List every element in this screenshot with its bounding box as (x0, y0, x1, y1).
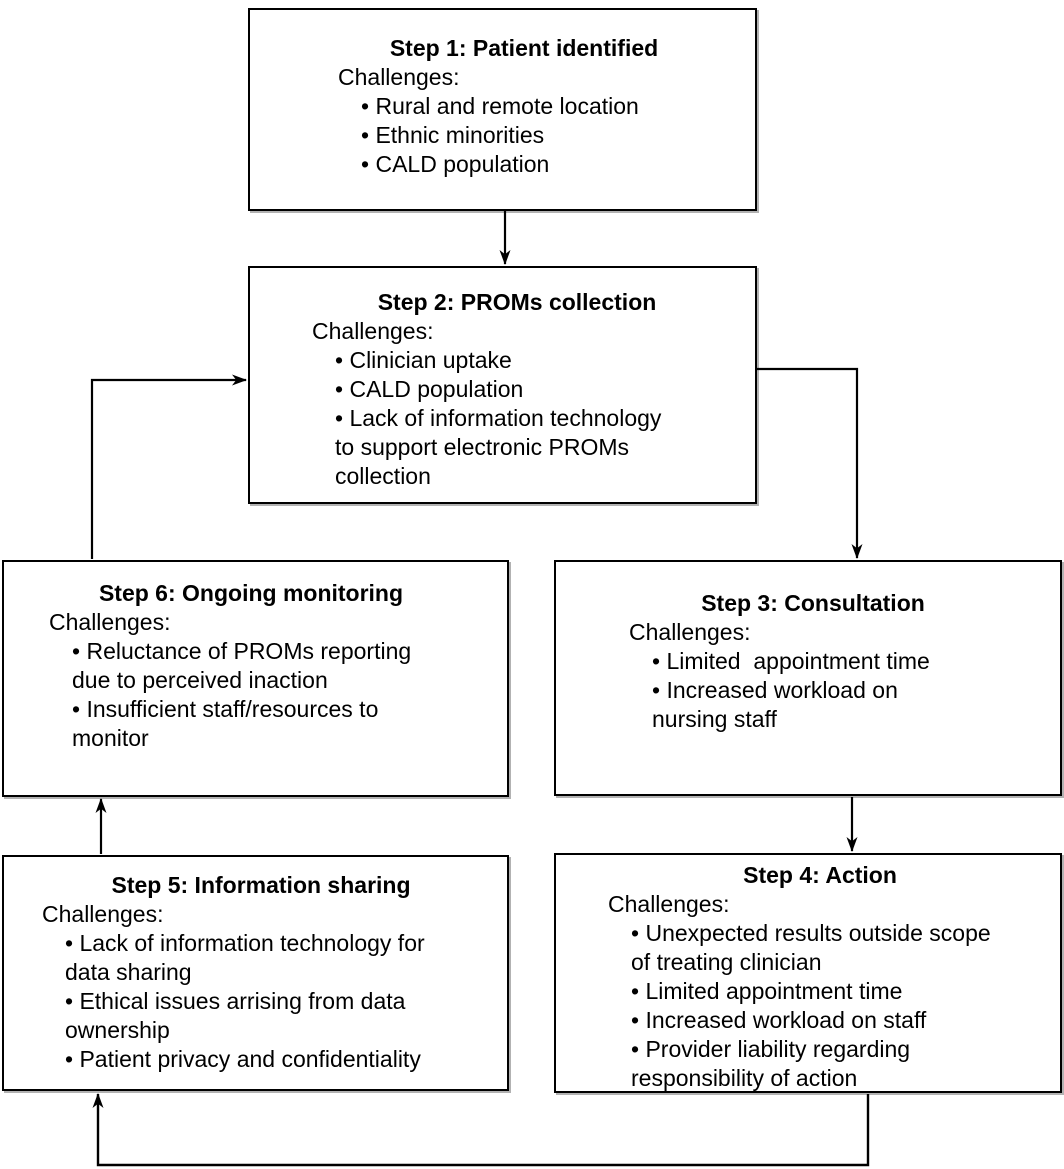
step2-box: Step 2: PROMs collection Challenges: Cli… (248, 266, 757, 504)
step3-challenges-label: Challenges: (629, 619, 751, 645)
bullet-item: Increased workload on nursing staff (629, 676, 997, 734)
step4-bullet-list: Unexpected results outside scope of trea… (608, 919, 1032, 1093)
bullet-item: Unexpected results outside scope of trea… (608, 919, 1032, 977)
step2-challenges-label: Challenges: (312, 318, 434, 344)
arrow-step6-to-step2 (90, 374, 247, 559)
bullet-item: Rural and remote location (338, 92, 710, 121)
step4-box: Step 4: Action Challenges: Unexpected re… (554, 853, 1062, 1093)
step4-challenges-label: Challenges: (608, 891, 730, 917)
bullet-item: Lack of information technology to suppor… (312, 404, 722, 491)
bullet-item: CALD population (312, 375, 722, 404)
step6-title: Step 6: Ongoing monitoring (98, 580, 404, 606)
step2-bullet-list: Clinician uptake CALD population Lack of… (312, 346, 722, 491)
step1-challenges-label: Challenges: (338, 64, 460, 90)
step6-bullet-list: Reluctance of PROMs reporting due to per… (49, 637, 453, 753)
step6-box: Step 6: Ongoing monitoring Challenges: R… (2, 560, 509, 797)
bullet-item: Clinician uptake (312, 346, 722, 375)
bullet-item: CALD population (338, 150, 710, 179)
step3-box: Step 3: Consultation Challenges: Limited… (554, 560, 1062, 796)
step2-title: Step 2: PROMs collection (377, 289, 657, 315)
bullet-item: Ethical issues arrising from data owners… (42, 987, 480, 1045)
bullet-item: Patient privacy and confidentiality (42, 1045, 480, 1074)
step6-challenges-label: Challenges: (49, 609, 171, 635)
bullet-item: Increased workload on staff (608, 1006, 1032, 1035)
arrow-step2-to-step3 (757, 367, 863, 559)
step3-title: Step 3: Consultation (701, 590, 925, 616)
bullet-item: Limited appointment time (629, 647, 997, 676)
bullet-item: Ethnic minorities (338, 121, 710, 150)
bullet-item: Provider liability regarding responsibil… (608, 1035, 1032, 1093)
step1-title: Step 1: Patient identified (389, 35, 659, 61)
bullet-item: Insufficient staff/resources to monitor (49, 695, 453, 753)
step5-challenges-label: Challenges: (42, 901, 164, 927)
bullet-item: Reluctance of PROMs reporting due to per… (49, 637, 453, 695)
step4-title: Step 4: Action (743, 862, 897, 888)
step5-bullet-list: Lack of information technology for data … (42, 929, 480, 1074)
step5-title: Step 5: Information sharing (111, 872, 411, 898)
step1-box: Step 1: Patient identified Challenges: R… (248, 8, 757, 211)
step3-bullet-list: Limited appointment time Increased workl… (629, 647, 997, 734)
bullet-item: Lack of information technology for data … (42, 929, 480, 987)
step1-bullet-list: Rural and remote location Ethnic minorit… (338, 92, 710, 179)
bullet-item: Limited appointment time (608, 977, 1032, 1006)
arrow-step4-to-step5 (92, 1093, 870, 1167)
step5-box: Step 5: Information sharing Challenges: … (2, 855, 509, 1091)
